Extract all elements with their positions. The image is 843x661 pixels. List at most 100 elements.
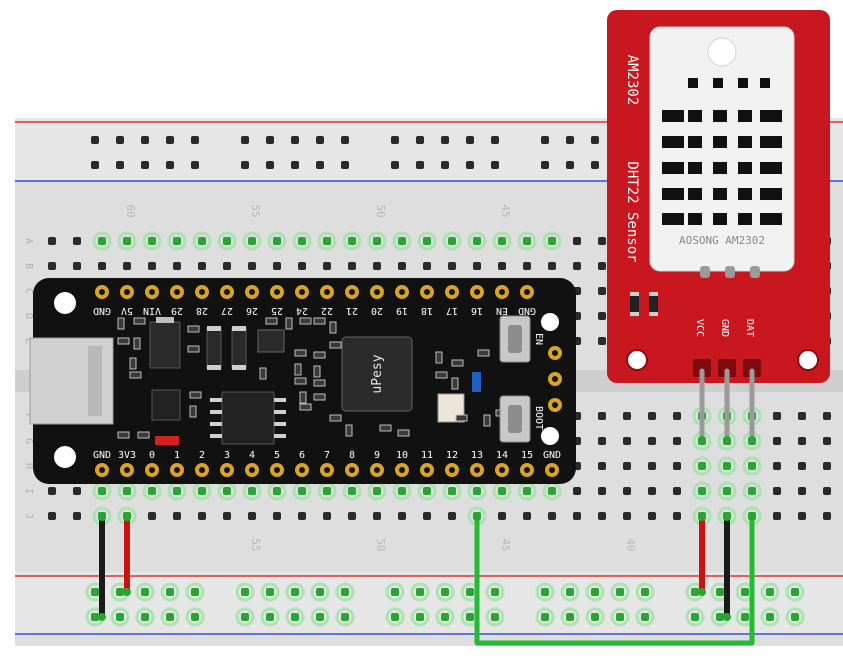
smd-component — [294, 363, 302, 376]
rail-hole — [416, 161, 424, 169]
hole-highlight — [167, 231, 187, 251]
hole-highlight — [742, 456, 762, 476]
hole-highlight — [310, 607, 330, 627]
grille-slot — [738, 213, 752, 225]
header-pin-hole — [249, 289, 255, 295]
hole-highlight — [367, 231, 387, 251]
breadboard-hole — [298, 237, 306, 245]
rail-hole — [616, 588, 624, 596]
breadboard-hole — [148, 487, 156, 495]
row-letter: F — [23, 413, 34, 419]
column-number: 45 — [499, 204, 512, 217]
header-pin-hole — [149, 289, 155, 295]
voltage-regulator — [149, 321, 181, 369]
rail-hole — [441, 136, 449, 144]
hole-highlight — [335, 582, 355, 602]
breadboard-hole — [548, 262, 556, 270]
header-pin-hole — [349, 467, 355, 473]
hole-highlight — [92, 231, 112, 251]
breadboard-hole — [623, 412, 631, 420]
smd-component — [294, 349, 307, 357]
breadboard-hole — [598, 312, 606, 320]
rail-hole — [591, 588, 599, 596]
breadboard-hole — [473, 487, 481, 495]
breadboard-hole — [598, 487, 606, 495]
hole-highlight — [560, 582, 580, 602]
hole-highlight — [760, 582, 780, 602]
boot-button-label: BOOT — [533, 406, 544, 430]
breadboard-hole — [173, 487, 181, 495]
rail-hole — [766, 613, 774, 621]
wire-ends — [98, 436, 756, 621]
rail-hole — [791, 588, 799, 596]
rail-hole — [541, 161, 549, 169]
breadboard-hole — [323, 237, 331, 245]
rail-hole — [491, 136, 499, 144]
bottom-pin-label: 7 — [324, 450, 330, 461]
grille-slot — [760, 188, 782, 200]
column-number: 40 — [624, 538, 637, 551]
breadboard-hole — [698, 487, 706, 495]
rail-hole — [291, 136, 299, 144]
breadboard-hole — [598, 462, 606, 470]
rail-hole — [116, 588, 124, 596]
rail-hole — [166, 161, 174, 169]
rail-hole — [641, 588, 649, 596]
hole-highlight — [560, 607, 580, 627]
breadboard-hole — [373, 512, 381, 520]
breadboard-hole — [248, 487, 256, 495]
hole-highlight — [242, 231, 262, 251]
smd-component — [187, 345, 200, 353]
hole-highlight — [267, 231, 287, 251]
rail-hole — [266, 588, 274, 596]
bottom-pin-label: 4 — [249, 450, 255, 461]
row-letter: D — [23, 313, 34, 319]
breadboard-hole — [598, 412, 606, 420]
breadboard-hole — [648, 512, 656, 520]
breadboard-hole — [273, 487, 281, 495]
breadboard-hole — [523, 262, 531, 270]
hole-highlight — [260, 607, 280, 627]
breadboard-hole — [323, 512, 331, 520]
flash-chip-pins — [210, 398, 286, 438]
breadboard-hole — [423, 487, 431, 495]
grille-slot — [738, 188, 752, 200]
rail-hole — [241, 588, 249, 596]
hole-highlight — [485, 607, 505, 627]
rail-hole — [791, 613, 799, 621]
bottom-pin-label: 1 — [174, 450, 180, 461]
breadboard-hole — [98, 262, 106, 270]
hole-highlight — [185, 607, 205, 627]
breadboard-hole — [223, 262, 231, 270]
breadboard-hole — [448, 237, 456, 245]
row-letter: A — [23, 238, 34, 244]
grille-slot — [662, 136, 684, 148]
smd-component — [329, 341, 342, 349]
sensor-legs-top — [700, 266, 760, 278]
grille-slot — [738, 78, 748, 88]
breadboard-hole — [773, 412, 781, 420]
breadboard-hole — [423, 237, 431, 245]
rail-hole — [566, 588, 574, 596]
breadboard-hole — [598, 237, 606, 245]
mounting-hole — [54, 292, 76, 314]
breadboard-hole — [598, 337, 606, 345]
breadboard-hole — [773, 487, 781, 495]
rail-hole — [291, 161, 299, 169]
smd-component — [189, 405, 197, 418]
top-pin-label: 19 — [396, 305, 408, 316]
smd-component — [189, 391, 202, 399]
top-pin-label: 27 — [221, 305, 233, 316]
smd-component — [483, 414, 491, 427]
rail-hole — [116, 161, 124, 169]
breadboard-hole — [523, 487, 531, 495]
sensor-mounting-hole — [797, 349, 819, 371]
grille-slot — [688, 78, 698, 88]
breadboard-hole — [748, 487, 756, 495]
breadboard-hole — [448, 262, 456, 270]
rail-hole — [541, 136, 549, 144]
smd-component — [397, 429, 410, 437]
